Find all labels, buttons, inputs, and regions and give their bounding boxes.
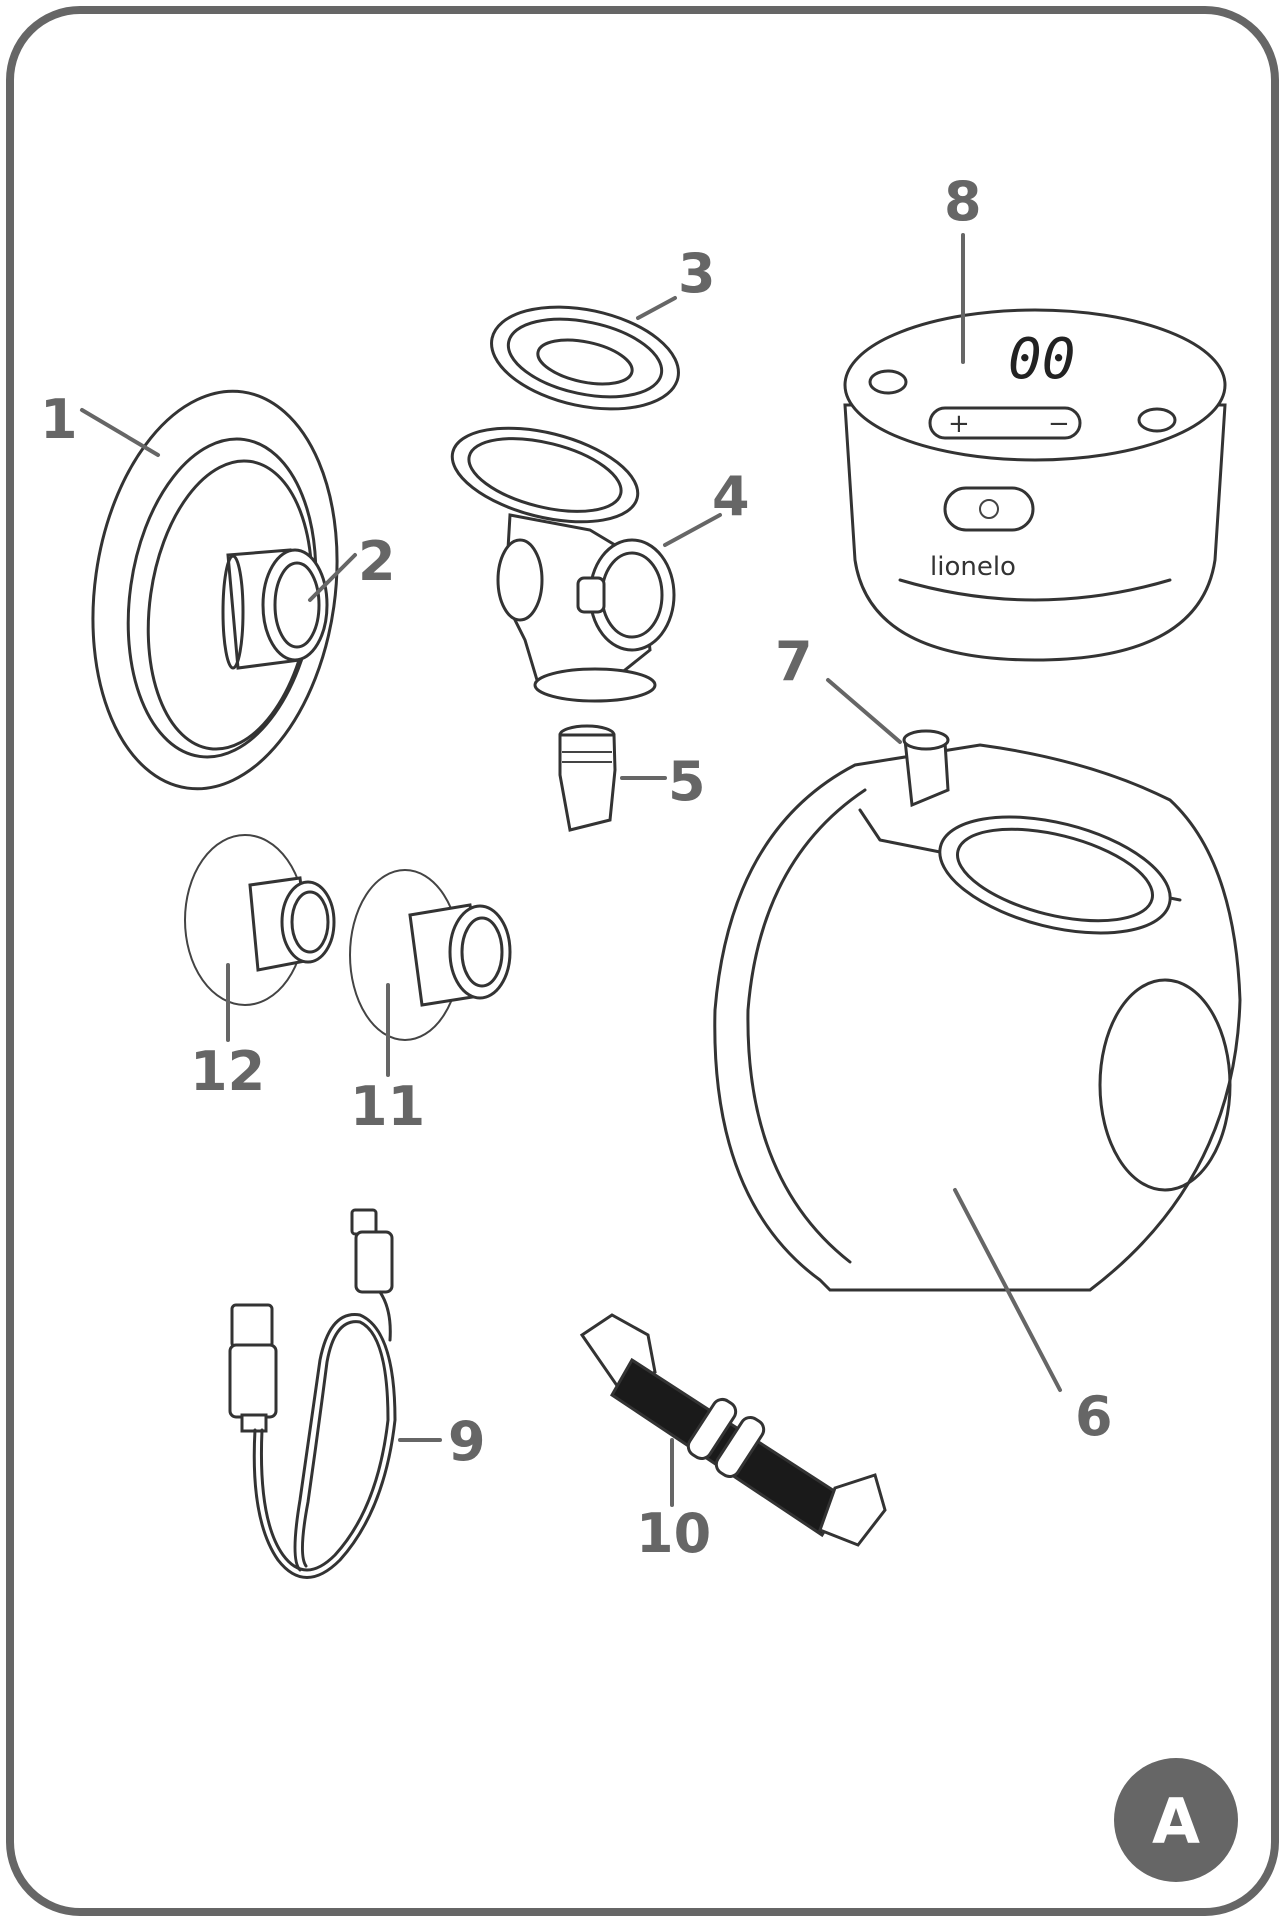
- section-badge-circle: [1114, 1758, 1238, 1882]
- label-1: 1: [40, 388, 78, 451]
- label-11: 11: [350, 1075, 425, 1138]
- part-8-motor-unit-drawing: [843, 308, 1227, 662]
- leader-line-1: [80, 408, 160, 457]
- part-2-connector-drawing: [221, 548, 329, 670]
- leader-line-4: [663, 513, 722, 547]
- motor-brand-text: lionelo: [930, 552, 1016, 582]
- part-5-duckbill-valve-drawing: [558, 724, 617, 832]
- part-7-valve-button-drawing: [902, 729, 950, 808]
- leader-line-3: [636, 296, 677, 320]
- motor-plus-label: +: [948, 409, 970, 439]
- part-10-strap-drawing: [579, 1313, 887, 1547]
- motor-minus-label: −: [1048, 409, 1070, 439]
- part-4-insert-drawing: [450, 426, 676, 703]
- part-12-insert-drawing: [184, 834, 336, 1006]
- part-9-usb-cable-drawing: [228, 1208, 397, 1579]
- part-6-shell-drawing: [713, 743, 1242, 1292]
- label-3: 3: [678, 242, 716, 305]
- leader-line-2: [308, 553, 357, 602]
- label-2: 2: [358, 530, 396, 593]
- section-badge-letter: A: [1152, 1785, 1200, 1858]
- label-5: 5: [668, 750, 706, 813]
- label-7: 7: [775, 630, 813, 693]
- part-11-insert-drawing: [349, 869, 512, 1041]
- label-10: 10: [636, 1502, 711, 1565]
- label-4: 4: [712, 465, 750, 528]
- label-9: 9: [448, 1410, 486, 1473]
- motor-display-readout: 00: [1008, 327, 1075, 392]
- label-6: 6: [1075, 1385, 1113, 1448]
- leader-line-6: [953, 1188, 1062, 1392]
- label-8: 8: [944, 170, 982, 233]
- part-3-valve-ring-drawing: [490, 305, 680, 411]
- diagram-border: [6, 6, 1279, 1916]
- leader-line-7: [826, 678, 902, 744]
- label-12: 12: [190, 1040, 265, 1103]
